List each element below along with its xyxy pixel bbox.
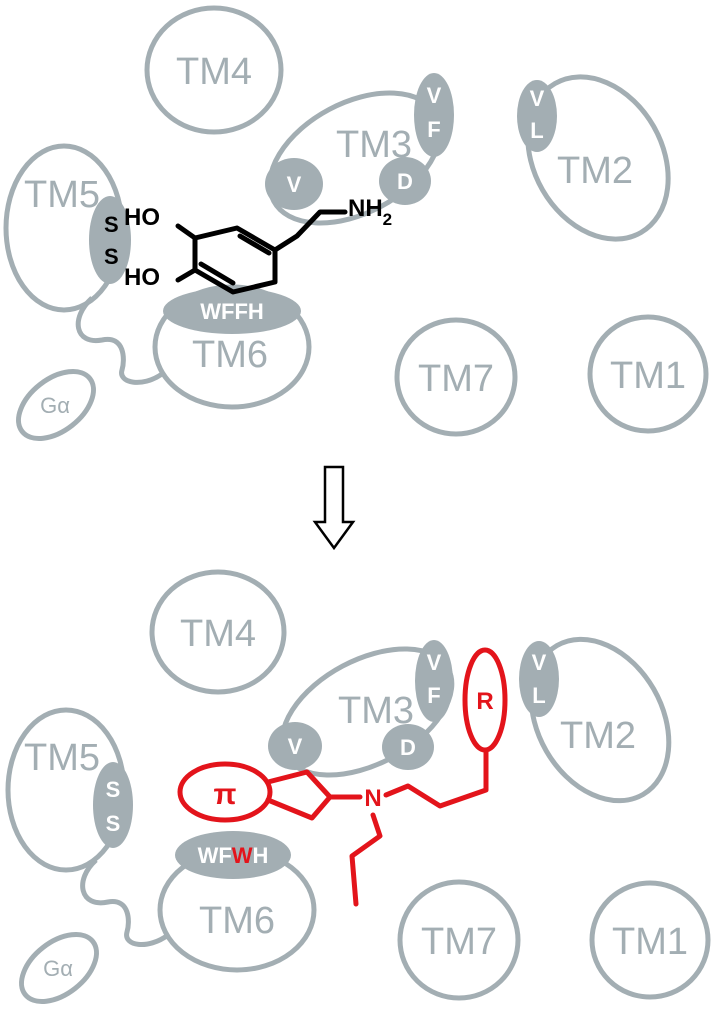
top-tm5: TM5 xyxy=(3,143,131,313)
dopamine-double-bond-1 xyxy=(237,233,272,256)
top-tm4-label: TM4 xyxy=(176,51,252,93)
bottom-tm5: TM5 S S xyxy=(5,707,133,873)
dopamine-double-bond-2 xyxy=(198,261,236,286)
top-tm2: TM2 V L xyxy=(517,74,671,242)
top-residue-vf xyxy=(414,73,454,157)
dopamine-ho-bond-2 xyxy=(175,267,198,283)
dopamine-side-chain xyxy=(272,209,348,253)
top-res-s2: S xyxy=(104,244,119,269)
n-propyl-chain-down xyxy=(349,812,383,907)
top-tm1: TM1 xyxy=(587,314,709,434)
bottom-res-d-tm3: D xyxy=(400,735,416,760)
bottom-tm1: TM1 xyxy=(589,880,711,1000)
bottom-res-f-tm3-top: F xyxy=(427,683,440,708)
top-res-v-tm3: V xyxy=(287,172,302,197)
top-res-wffh: WFFH xyxy=(200,299,264,324)
bottom-residue-vl xyxy=(519,641,559,717)
dopamine-ho-1: HO xyxy=(124,204,160,231)
bottom-res-v-tm3: V xyxy=(288,734,303,759)
n-label: N xyxy=(364,785,381,812)
bottom-res-w-red: W xyxy=(232,843,253,868)
top-res-l-tm2: L xyxy=(530,118,543,143)
n-propyl-chain-to-r xyxy=(383,748,489,809)
bottom-galpha-label: Gα xyxy=(43,956,73,981)
bottom-res-wfwh: WFWH xyxy=(198,843,269,868)
dopamine-ho-2: HO xyxy=(124,264,160,291)
top-residue-ss xyxy=(89,196,131,284)
bottom-tm4-label: TM4 xyxy=(180,613,256,655)
bottom-tm7: TM7 xyxy=(397,879,521,1001)
top-res-v-tm3-top: V xyxy=(427,83,442,108)
bottom-res-s1: S xyxy=(106,777,121,802)
down-arrow xyxy=(312,465,356,551)
top-tm7-label: TM7 xyxy=(418,358,494,400)
top-tm3: TM3 V F V D xyxy=(265,73,454,226)
pi-label: π xyxy=(214,778,237,811)
bottom-res-s2: S xyxy=(106,811,121,836)
bottom-residue-d xyxy=(382,724,434,770)
bottom-residue-v xyxy=(268,722,322,770)
bottom-residue-wfwh xyxy=(175,831,291,879)
top-res-d-tm3: D xyxy=(397,169,413,194)
top-galpha: Gα xyxy=(16,369,96,441)
top-residue-v xyxy=(265,158,323,210)
ring-fragment xyxy=(265,769,333,821)
top-galpha-label: Gα xyxy=(40,393,70,418)
bottom-tm1-label: TM1 xyxy=(612,921,688,963)
bottom-tm2: TM2 V L xyxy=(519,636,672,804)
top-res-f-tm3-top: F xyxy=(427,117,440,142)
top-tm2-label: TM2 xyxy=(557,150,633,192)
bottom-res-l-tm2: L xyxy=(532,683,545,708)
dopamine-molecule: HO HO NH2 S S xyxy=(104,195,392,295)
top-linker xyxy=(75,296,164,385)
top-tm7: TM7 xyxy=(394,317,518,437)
bottom-tm4: TM4 xyxy=(149,569,287,695)
top-panel: TM4 TM3 V F V D TM2 V L TM5 xyxy=(3,5,709,441)
bottom-tm7-label: TM7 xyxy=(421,921,497,963)
top-residue-wffh xyxy=(163,288,301,334)
bottom-tm6: TM6 WFWH xyxy=(157,831,317,973)
bottom-galpha: Gα xyxy=(19,932,99,1004)
bottom-res-v-tm2: V xyxy=(532,650,547,675)
pi-region xyxy=(177,761,273,823)
bottom-tm6-label: TM6 xyxy=(199,900,275,942)
top-residue-vl xyxy=(517,80,557,152)
bottom-linker xyxy=(80,858,170,948)
top-res-v-tm2: V xyxy=(530,86,545,111)
top-tm6: TM6 WFFH xyxy=(152,284,312,410)
bottom-residue-vf xyxy=(415,640,453,722)
top-tm4: TM4 xyxy=(144,5,284,135)
bottom-res-v-tm3-top: V xyxy=(427,650,442,675)
pharmacophore-ligand: π R N xyxy=(177,647,508,907)
dopamine-nh2: NH2 xyxy=(348,195,392,229)
bottom-residue-ss xyxy=(93,762,133,848)
top-tm6-label: TM6 xyxy=(192,334,268,376)
top-tm1-label: TM1 xyxy=(610,355,686,397)
dopamine-ho-bond-1 xyxy=(175,223,198,241)
bottom-tm3: TM3 V F V D xyxy=(268,640,455,778)
top-residue-d xyxy=(379,157,431,205)
bottom-tm5-label: TM5 xyxy=(24,737,100,779)
r-label: R xyxy=(476,688,493,715)
top-tm5-label: TM5 xyxy=(24,174,100,216)
bottom-tm2-label: TM2 xyxy=(560,715,636,757)
top-res-s1: S xyxy=(104,212,119,237)
bottom-panel: TM4 TM3 V F V D TM2 V L TM5 S xyxy=(5,569,711,1004)
